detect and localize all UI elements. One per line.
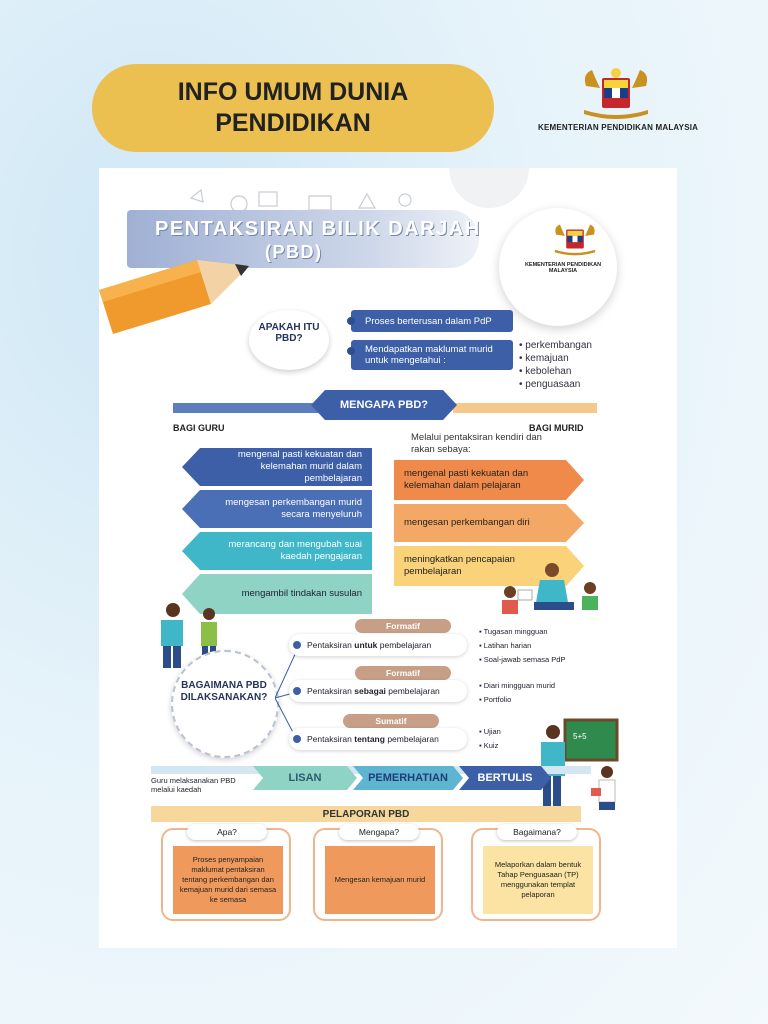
bagaimana-question: BAGAIMANA PBD DILAKSANAKAN? — [180, 680, 268, 703]
guru-item: merancang dan mengubah suai kaedah penga… — [182, 532, 372, 570]
apakah-question: APAKAH ITU PBD? — [258, 322, 320, 344]
murid-item: mengesan perkembangan diri — [394, 504, 584, 542]
report-tag: Bagaimana? — [497, 824, 577, 840]
crest-small-icon — [554, 224, 596, 256]
method-row-3: Pentaksiran tentang pembelajaran — [289, 728, 467, 750]
apakah-bullet: • penguasaan — [519, 379, 581, 390]
murid-item: mengenal pasti kekuatan dan kelemahan da… — [394, 460, 584, 500]
report-text: Proses penyampaian maklumat pentaksiran … — [173, 846, 283, 914]
apakah-bullet: • kebolehan — [519, 366, 572, 377]
guru-heading: BAGI GURU — [173, 423, 225, 433]
mengapa-band-right — [453, 403, 597, 413]
murid-heading: BAGI MURID — [529, 423, 584, 433]
crest-logo-icon — [584, 68, 648, 119]
kaedah-bertulis: BERTULIS — [459, 766, 551, 790]
method-example: ▪ Latihan harian — [479, 641, 532, 650]
guru-item: mengambil tindakan susulan — [182, 574, 372, 614]
decor-circle — [449, 168, 529, 208]
method-row-1: Pentaksiran untuk pembelajaran — [289, 634, 467, 656]
method-tag-formatif-2: Formatif — [355, 666, 451, 680]
report-box-bagaimana: Bagaimana? Melaporkan dalam bentuk Tahap… — [471, 824, 601, 921]
pelaporan-heading: PELAPORAN PBD — [151, 806, 581, 822]
kaedah-pemerhatian: PEMERHATIAN — [353, 766, 463, 790]
banner-title: INFO UMUM DUNIA PENDIDIKAN — [177, 78, 409, 137]
method-example: ▪ Portfolio — [479, 695, 512, 704]
method-example: ▪ Soal-jawab semasa PdP — [479, 655, 566, 664]
pbd-poster: PENTAKSIRAN BILIK DARJAH (PBD) KEMENTERI… — [99, 168, 677, 948]
bullet-dot — [347, 317, 355, 325]
guru-item: mengesan perkembangan murid secara menye… — [182, 490, 372, 528]
kaedah-lisan: LISAN — [253, 766, 357, 790]
apakah-answer-2: Mendapatkan maklumat murid untuk mengeta… — [351, 340, 513, 370]
apakah-bullet: • kemajuan — [519, 353, 569, 364]
header-banner: INFO UMUM DUNIA PENDIDIKAN — [92, 64, 494, 152]
ministry-badge-text: KEMENTERIAN PENDIDIKAN MALAYSIA — [524, 262, 602, 274]
kaedah-intro: Guru melaksanakan PBD melalui kaedah — [151, 776, 236, 794]
board-text: 5+5 — [573, 732, 587, 741]
report-text: Melaporkan dalam bentuk Tahap Penguasaan… — [483, 846, 593, 914]
mengapa-band-left — [173, 403, 323, 413]
pencil-icon — [99, 260, 249, 334]
report-box-apa: Apa? Proses penyampaian maklumat pentaks… — [161, 824, 291, 921]
report-tag: Mengapa? — [339, 824, 419, 840]
students-illustration — [502, 563, 598, 614]
apakah-bullet: • perkembangan — [519, 340, 592, 351]
method-example: ▪ Kuiz — [479, 741, 499, 750]
method-dot — [293, 687, 301, 695]
apakah-answer-1: Proses berterusan dalam PdP — [351, 310, 513, 332]
title-band — [127, 210, 479, 268]
bullet-dot — [347, 347, 355, 355]
method-example: ▪ Ujian — [479, 727, 501, 736]
guru-item: mengenal pasti kekuatan dan kelemahan mu… — [182, 448, 372, 486]
bagaimana-bubble — [171, 650, 279, 758]
poster-title: PENTAKSIRAN BILIK DARJAH — [155, 218, 481, 240]
method-tag-sumatif: Sumatif — [343, 714, 439, 728]
method-example: ▪ Diari mingguan murid — [479, 681, 556, 690]
report-tag: Apa? — [187, 824, 267, 840]
method-dot — [293, 641, 301, 649]
ministry-name: KEMENTERIAN PENDIDIKAN MALAYSIA — [538, 123, 699, 132]
murid-intro: Melalui pentaksiran kendiri dan rakan se… — [411, 432, 542, 455]
method-dot — [293, 735, 301, 743]
poster-subtitle: (PBD) — [265, 242, 323, 262]
method-example: ▪ Tugasan mingguan — [479, 627, 548, 636]
method-row-2: Pentaksiran sebagai pembelajaran — [289, 680, 467, 702]
apakah-bubble — [249, 310, 329, 370]
report-text: Mengesan kemajuan murid — [325, 846, 435, 914]
report-box-mengapa: Mengapa? Mengesan kemajuan murid — [313, 824, 443, 921]
method-tag-formatif-1: Formatif — [355, 619, 451, 633]
mengapa-heading: MENGAPA PBD? — [311, 390, 457, 420]
